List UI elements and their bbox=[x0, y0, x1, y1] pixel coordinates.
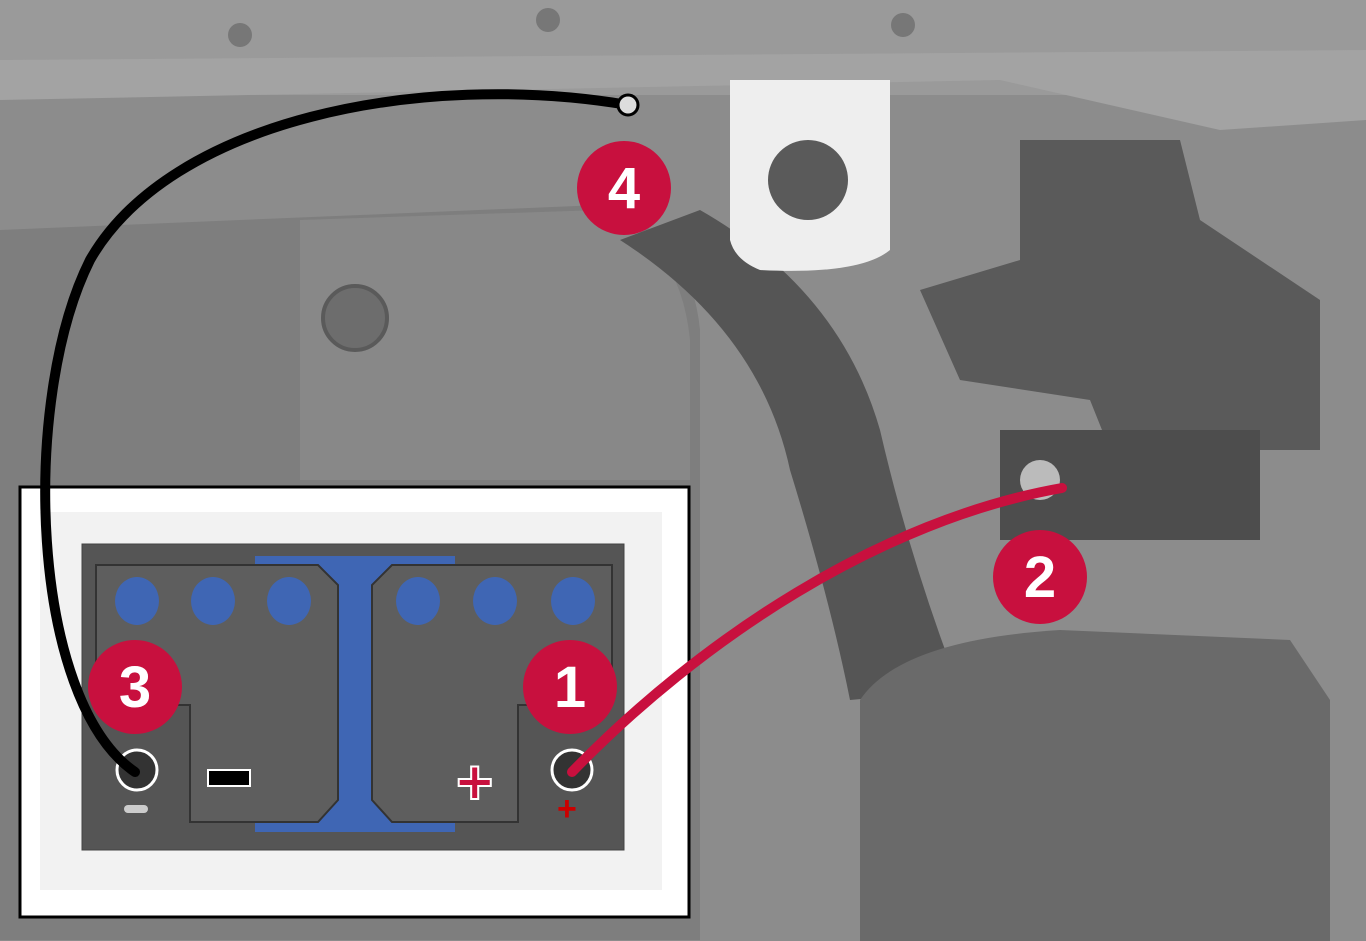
air-filter-box bbox=[860, 630, 1330, 941]
bolt-icon bbox=[536, 8, 560, 32]
positive-jumper-cable bbox=[567, 483, 1067, 777]
plus-small-symbol: + bbox=[557, 790, 577, 828]
negative-jumper-cable bbox=[40, 89, 633, 777]
bolt-icon bbox=[891, 13, 915, 37]
cowl-trim bbox=[0, 50, 1366, 130]
minus-symbol-icon bbox=[207, 769, 251, 787]
ground-point bbox=[616, 93, 640, 117]
bolt-icon bbox=[228, 23, 252, 47]
battery-cover-right bbox=[371, 564, 613, 823]
plus-symbol: + bbox=[455, 745, 494, 819]
reservoir-cap bbox=[768, 140, 848, 220]
callout-3: 3 bbox=[88, 640, 182, 734]
callout-4: 4 bbox=[577, 141, 671, 235]
callout-1: 1 bbox=[523, 640, 617, 734]
engine-cover-panel bbox=[300, 210, 690, 480]
minus-small-icon bbox=[124, 805, 148, 813]
vehicle-battery-cover bbox=[920, 140, 1320, 450]
callout-2: 2 bbox=[993, 530, 1087, 624]
cell-caps bbox=[115, 577, 595, 625]
oil-cap bbox=[321, 284, 389, 352]
intake-hose bbox=[620, 210, 960, 700]
